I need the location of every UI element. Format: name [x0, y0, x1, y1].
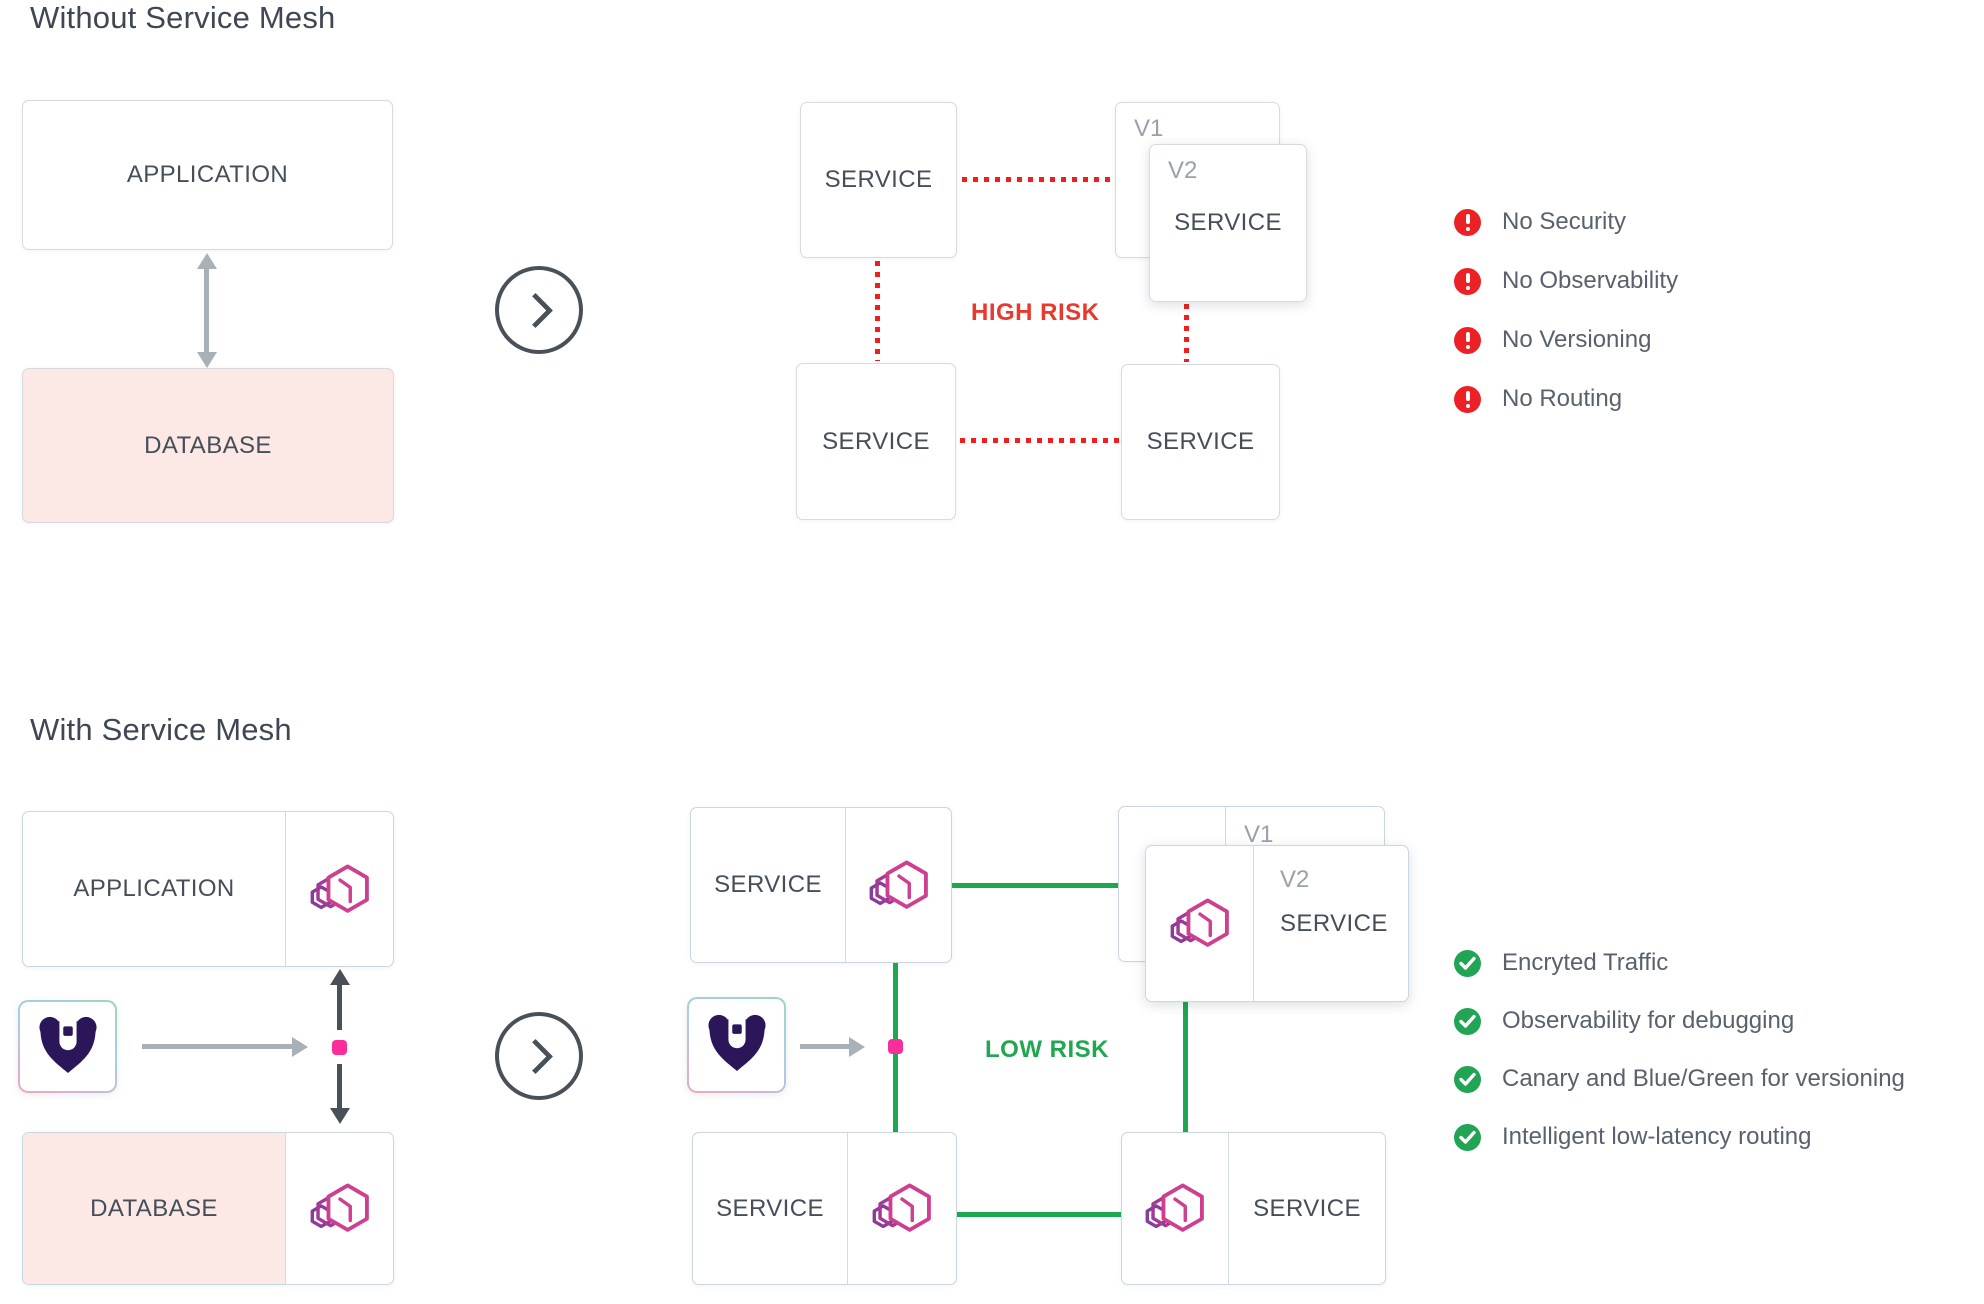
list-item: No Routing	[1454, 384, 1622, 414]
service-label: SERVICE	[716, 1194, 824, 1222]
service-label: SERVICE	[1146, 428, 1255, 455]
insecure-link	[960, 438, 1119, 443]
database-box-meshed: DATABASE	[22, 1132, 394, 1285]
arrow-down-icon	[197, 352, 217, 368]
high-risk-label: HIGH RISK	[971, 299, 1100, 326]
service-label: SERVICE	[1253, 1194, 1361, 1222]
secure-link	[957, 1212, 1121, 1217]
issue-text: No Routing	[1502, 385, 1623, 412]
mesh-sidecar-icon	[308, 1182, 372, 1235]
benefit-text: Intelligent low-latency routing	[1502, 1123, 1812, 1150]
arrow-right-icon	[292, 1037, 308, 1057]
application-box-meshed: APPLICATION	[22, 811, 394, 967]
list-item: Intelligent low-latency routing	[1454, 1122, 1812, 1152]
v2-tag: V2	[1280, 866, 1310, 893]
service-box-top-left-meshed: SERVICE	[690, 807, 952, 963]
list-item: Encryted Traffic	[1454, 948, 1668, 978]
benefit-text: Canary and Blue/Green for versioning	[1502, 1065, 1905, 1092]
service-box-bottom-right: SERVICE	[1121, 364, 1280, 520]
v2-tag: V2	[1168, 157, 1198, 184]
kuma-control-plane-card	[687, 997, 786, 1093]
v1-tag: V1	[1244, 821, 1274, 848]
mesh-sidecar-icon	[867, 859, 931, 912]
kuma-bear-icon	[37, 1015, 99, 1079]
exclamation-circle-icon	[1454, 326, 1481, 354]
exclamation-circle-icon	[1454, 208, 1481, 236]
mesh-sidecar-icon	[1168, 897, 1232, 950]
issue-text: No Observability	[1502, 267, 1679, 294]
list-item: No Observability	[1454, 266, 1678, 296]
mesh-sidecar-icon	[1143, 1182, 1207, 1235]
check-circle-icon	[1454, 1123, 1481, 1151]
arrow-up-icon	[197, 253, 217, 269]
check-circle-icon	[1454, 949, 1481, 977]
database-label: DATABASE	[90, 1194, 218, 1222]
application-label: APPLICATION	[126, 161, 289, 188]
database-label: DATABASE	[144, 431, 272, 459]
arrow-right-icon	[849, 1037, 865, 1057]
exclamation-circle-icon	[1454, 385, 1481, 413]
service-box-bottom-left-meshed: SERVICE	[692, 1132, 957, 1285]
secure-link	[952, 883, 1118, 888]
service-label: SERVICE	[1174, 209, 1282, 236]
mesh-sidecar-icon	[870, 1182, 934, 1235]
mesh-sidecar-icon	[308, 863, 372, 916]
chevron-right-circle-icon	[495, 1012, 583, 1100]
service-label: SERVICE	[714, 871, 822, 898]
insecure-link	[1184, 304, 1189, 362]
insecure-link	[962, 177, 1113, 182]
list-item: No Versioning	[1454, 325, 1651, 355]
issue-text: No Security	[1502, 208, 1627, 235]
service-v2-box-meshed: V2 SERVICE	[1145, 845, 1409, 1002]
service-label: SERVICE	[1280, 910, 1388, 937]
arrow-up-icon	[330, 969, 350, 985]
list-item: No Security	[1454, 207, 1626, 237]
mesh-policy-dot	[888, 1039, 903, 1054]
service-label: SERVICE	[822, 427, 930, 455]
list-item: Observability for debugging	[1454, 1006, 1794, 1036]
application-box: APPLICATION	[22, 100, 393, 250]
benefit-text: Observability for debugging	[1502, 1007, 1795, 1034]
service-v2-box: V2 SERVICE	[1149, 144, 1307, 302]
service-box-bottom-left: SERVICE	[796, 363, 956, 520]
arrow-down-icon	[330, 1108, 350, 1124]
check-circle-icon	[1454, 1065, 1481, 1093]
benefit-text: Encryted Traffic	[1502, 949, 1669, 976]
issue-text: No Versioning	[1502, 326, 1652, 353]
database-box: DATABASE	[22, 368, 394, 523]
kuma-control-plane-card	[18, 1000, 117, 1093]
application-label: APPLICATION	[73, 875, 235, 902]
chevron-right-circle-icon	[495, 266, 583, 354]
service-box-top-left: SERVICE	[800, 102, 957, 258]
kuma-bear-icon	[706, 1013, 768, 1077]
mesh-policy-dot	[332, 1040, 347, 1055]
section-title-with: With Service Mesh	[30, 712, 292, 747]
section-title-without: Without Service Mesh	[30, 0, 336, 35]
service-box-bottom-right-meshed: SERVICE	[1121, 1132, 1386, 1285]
list-item: Canary and Blue/Green for versioning	[1454, 1064, 1905, 1094]
service-label: SERVICE	[824, 166, 933, 193]
insecure-link	[875, 261, 880, 361]
v1-tag: V1	[1134, 115, 1164, 142]
secure-link	[1183, 1002, 1188, 1132]
check-circle-icon	[1454, 1007, 1481, 1035]
low-risk-label: LOW RISK	[985, 1036, 1109, 1063]
exclamation-circle-icon	[1454, 267, 1481, 295]
